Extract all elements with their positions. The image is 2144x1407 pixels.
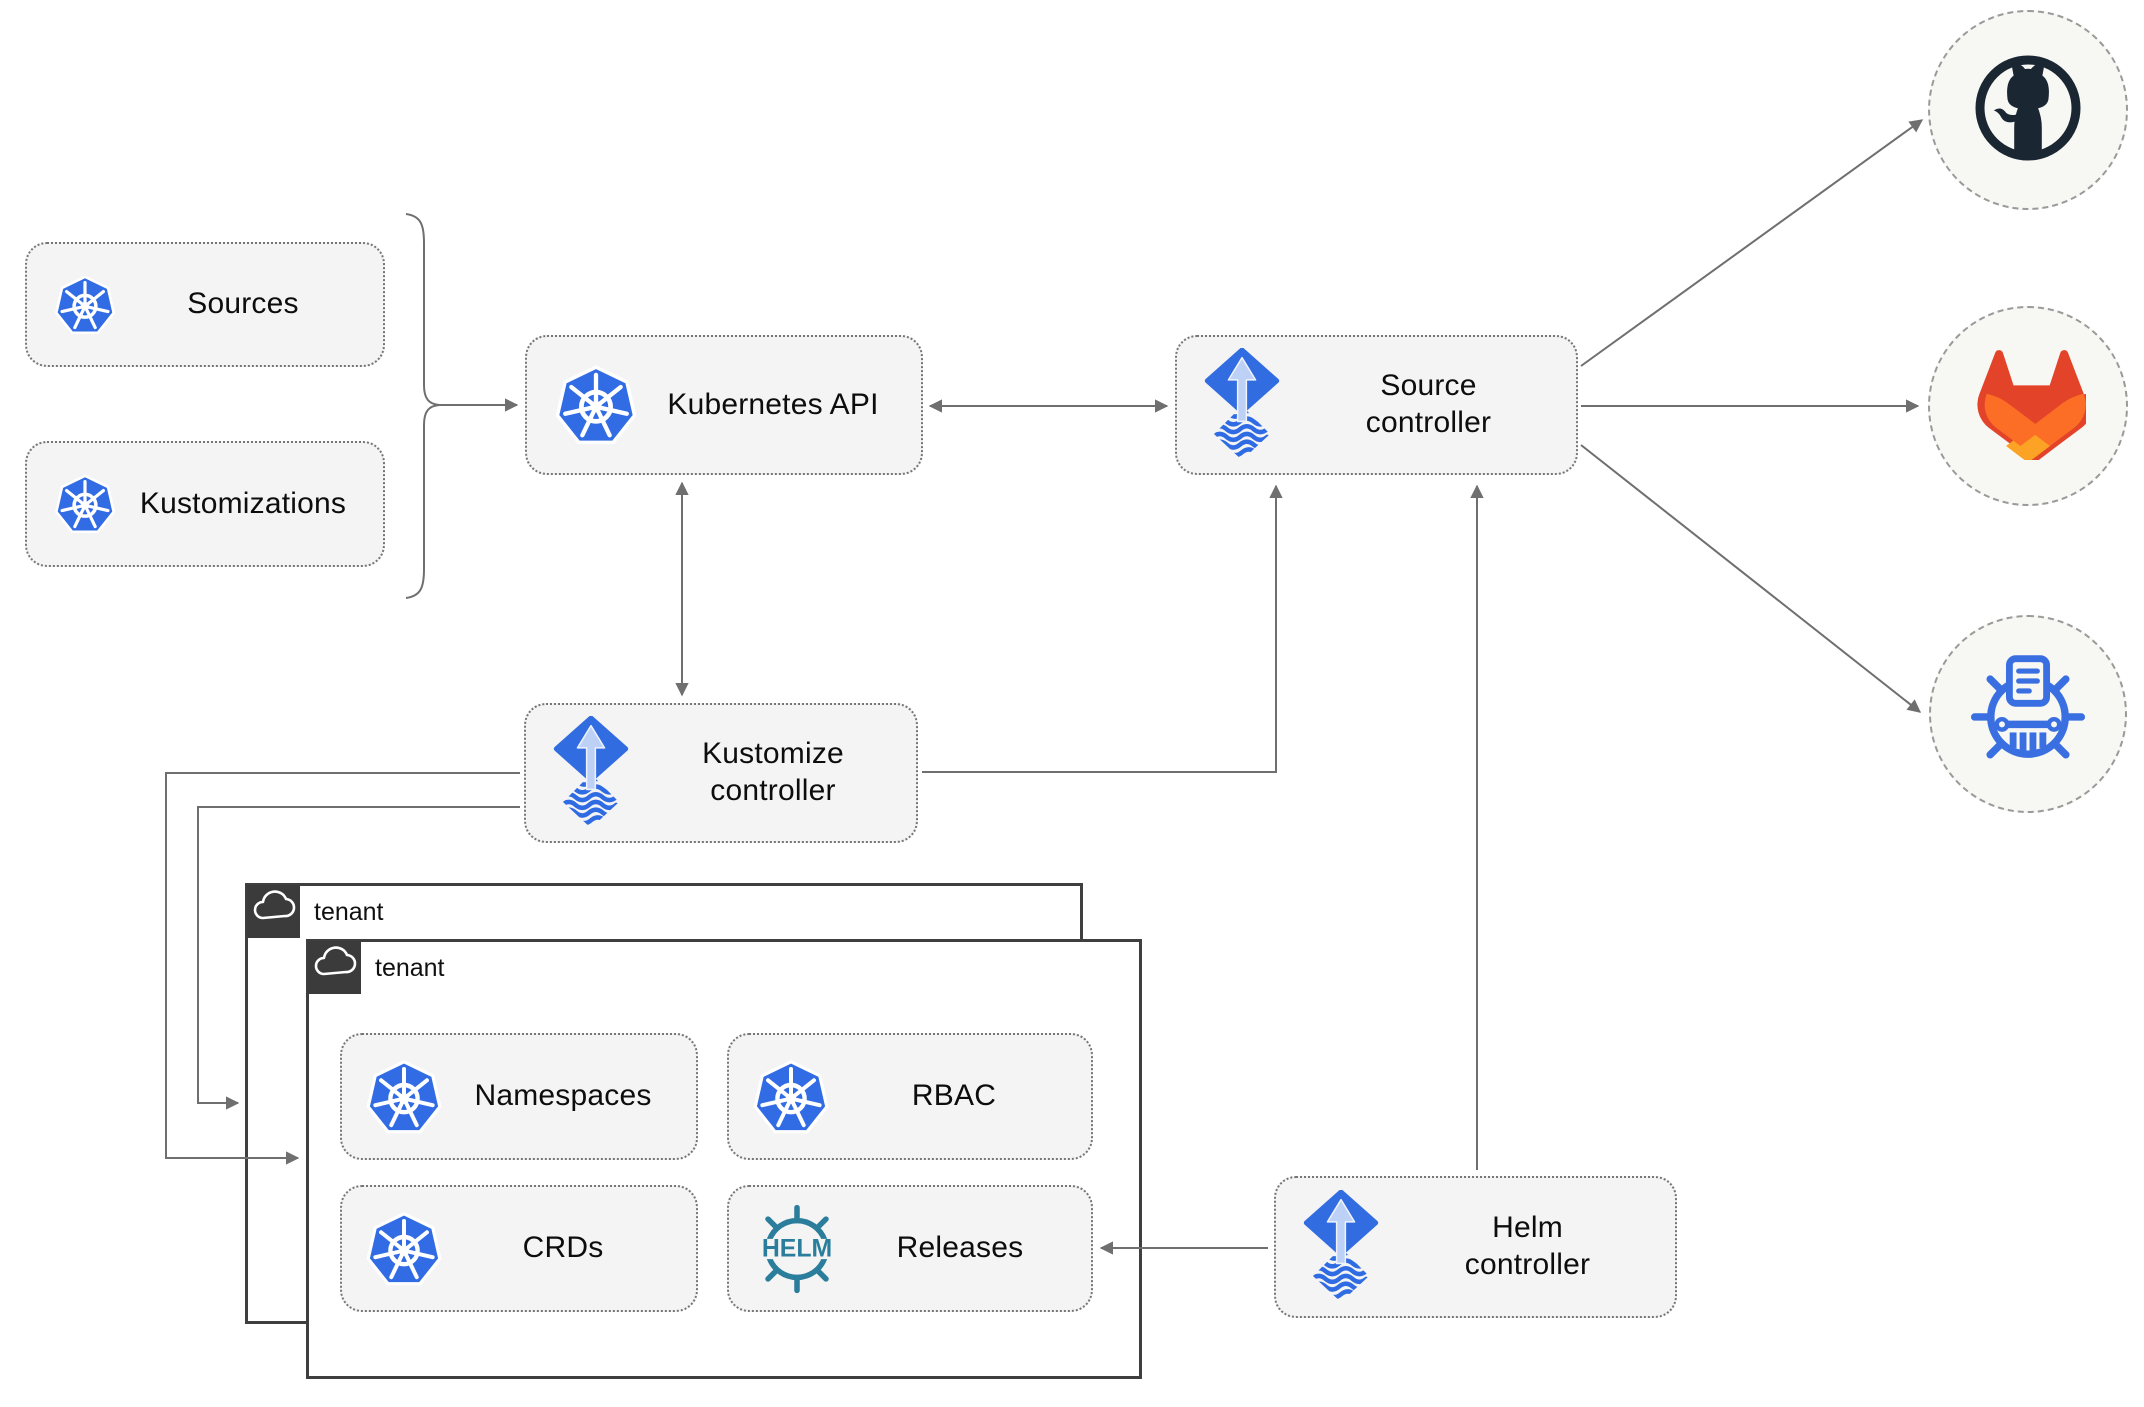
kubernetes-icon bbox=[53, 472, 117, 536]
endpoint-helm-repository bbox=[1929, 615, 2127, 813]
cloud-icon bbox=[248, 883, 300, 940]
node-label: Sources bbox=[187, 287, 299, 321]
node-label: Kubernetes API bbox=[667, 387, 879, 421]
endpoint-github bbox=[1928, 10, 2128, 210]
kubernetes-icon bbox=[364, 1057, 444, 1137]
node-kubernetes-api: Kubernetes API bbox=[525, 335, 923, 475]
endpoint-gitlab bbox=[1928, 306, 2128, 506]
tenant-label: tenant bbox=[375, 954, 445, 982]
cloud-icon bbox=[309, 939, 361, 996]
kubernetes-icon bbox=[553, 362, 639, 448]
node-label: Kustomizations bbox=[139, 486, 347, 520]
tenant-label: tenant bbox=[314, 898, 384, 926]
node-label: RBAC bbox=[911, 1079, 997, 1113]
node-label: CRDs bbox=[522, 1231, 604, 1265]
helm-logo-text: HELM bbox=[762, 1235, 832, 1262]
node-kustomize-controller: Kustomize controller bbox=[524, 703, 918, 843]
tenant-tab bbox=[247, 885, 300, 938]
node-sources: Sources bbox=[25, 242, 385, 367]
node-releases: HELM Releases bbox=[727, 1185, 1093, 1312]
flux-icon bbox=[552, 716, 630, 830]
arrow-kustomize-to-source-controller bbox=[922, 484, 1283, 773]
node-label: Helm controller bbox=[1464, 1211, 1591, 1281]
node-crds: CRDs bbox=[340, 1185, 698, 1312]
node-label: Source controller bbox=[1365, 369, 1492, 439]
brace-connector bbox=[405, 213, 440, 599]
arrow-source-to-helm-repository bbox=[1580, 444, 1922, 713]
helm-wheel-icon: HELM bbox=[751, 1203, 843, 1295]
node-label: Kustomize controller bbox=[702, 737, 844, 807]
node-label: Namespaces bbox=[474, 1079, 652, 1113]
chartmuseum-icon bbox=[1966, 650, 2090, 779]
node-source-controller: Source controller bbox=[1175, 335, 1578, 475]
flux-icon bbox=[1203, 348, 1281, 462]
arrow-source-to-github bbox=[1580, 119, 1924, 367]
tenant-tab bbox=[308, 941, 361, 994]
github-icon bbox=[1968, 48, 2088, 173]
node-helm-controller: Helm controller bbox=[1274, 1176, 1677, 1318]
node-kustomizations: Kustomizations bbox=[25, 441, 385, 567]
kubernetes-icon bbox=[53, 273, 117, 337]
node-rbac: RBAC bbox=[727, 1033, 1093, 1160]
kubernetes-icon bbox=[751, 1057, 831, 1137]
node-namespaces: Namespaces bbox=[340, 1033, 698, 1160]
flux-icon bbox=[1302, 1190, 1380, 1304]
node-label: Releases bbox=[896, 1231, 1024, 1265]
kubernetes-icon bbox=[364, 1209, 444, 1289]
gitlab-icon bbox=[1970, 348, 2094, 465]
